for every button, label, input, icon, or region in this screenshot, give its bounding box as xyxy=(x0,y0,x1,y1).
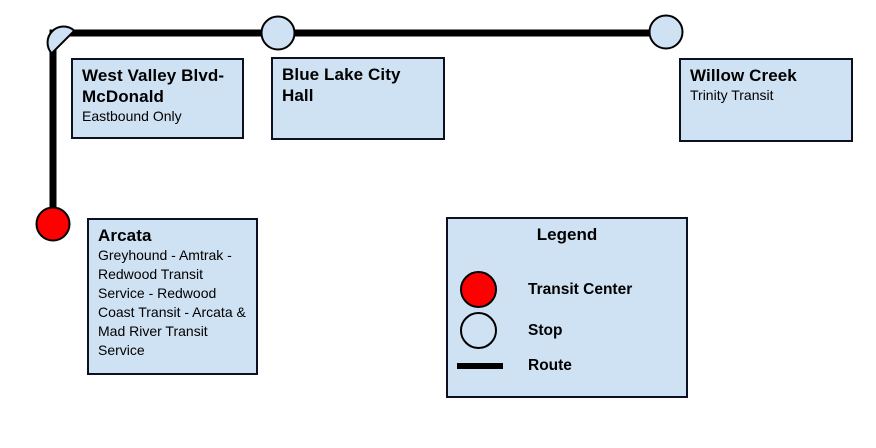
stop-name: West Valley Blvd-McDonald xyxy=(82,66,225,106)
route-line-icon xyxy=(457,363,503,369)
stop-detail: Trinity Transit xyxy=(690,87,774,103)
legend: Legend Transit Center Stop Route xyxy=(446,217,688,398)
stop-label-box-blue-lake: Blue Lake City Hall xyxy=(271,57,445,140)
transit-center-icon xyxy=(460,271,497,308)
stop-label-box-willow-creek: Willow Creek Trinity Transit xyxy=(679,58,853,142)
stop-icon xyxy=(460,312,497,349)
legend-item-label: Route xyxy=(528,357,572,374)
transit-center-label-box-arcata: Arcata Greyhound - Amtrak - Redwood Tran… xyxy=(87,218,258,375)
stop-marker-blue-lake-icon xyxy=(260,15,296,51)
stop-marker-west-valley-icon xyxy=(46,25,76,55)
stop-name: Arcata xyxy=(98,226,152,245)
stop-detail: Eastbound Only xyxy=(82,108,182,124)
legend-item-label: Stop xyxy=(528,322,563,339)
stop-name: Willow Creek xyxy=(690,66,797,85)
stop-name: Blue Lake City Hall xyxy=(282,65,401,105)
legend-title: Legend xyxy=(536,225,598,244)
stop-detail: Greyhound - Amtrak - Redwood Transit Ser… xyxy=(98,247,246,358)
transit-center-marker-arcata-icon xyxy=(35,206,71,242)
stop-marker-willow-creek-icon xyxy=(648,14,684,50)
legend-item-label: Transit Center xyxy=(528,281,633,298)
stop-label-box-west-valley: West Valley Blvd-McDonald Eastbound Only xyxy=(71,58,244,139)
